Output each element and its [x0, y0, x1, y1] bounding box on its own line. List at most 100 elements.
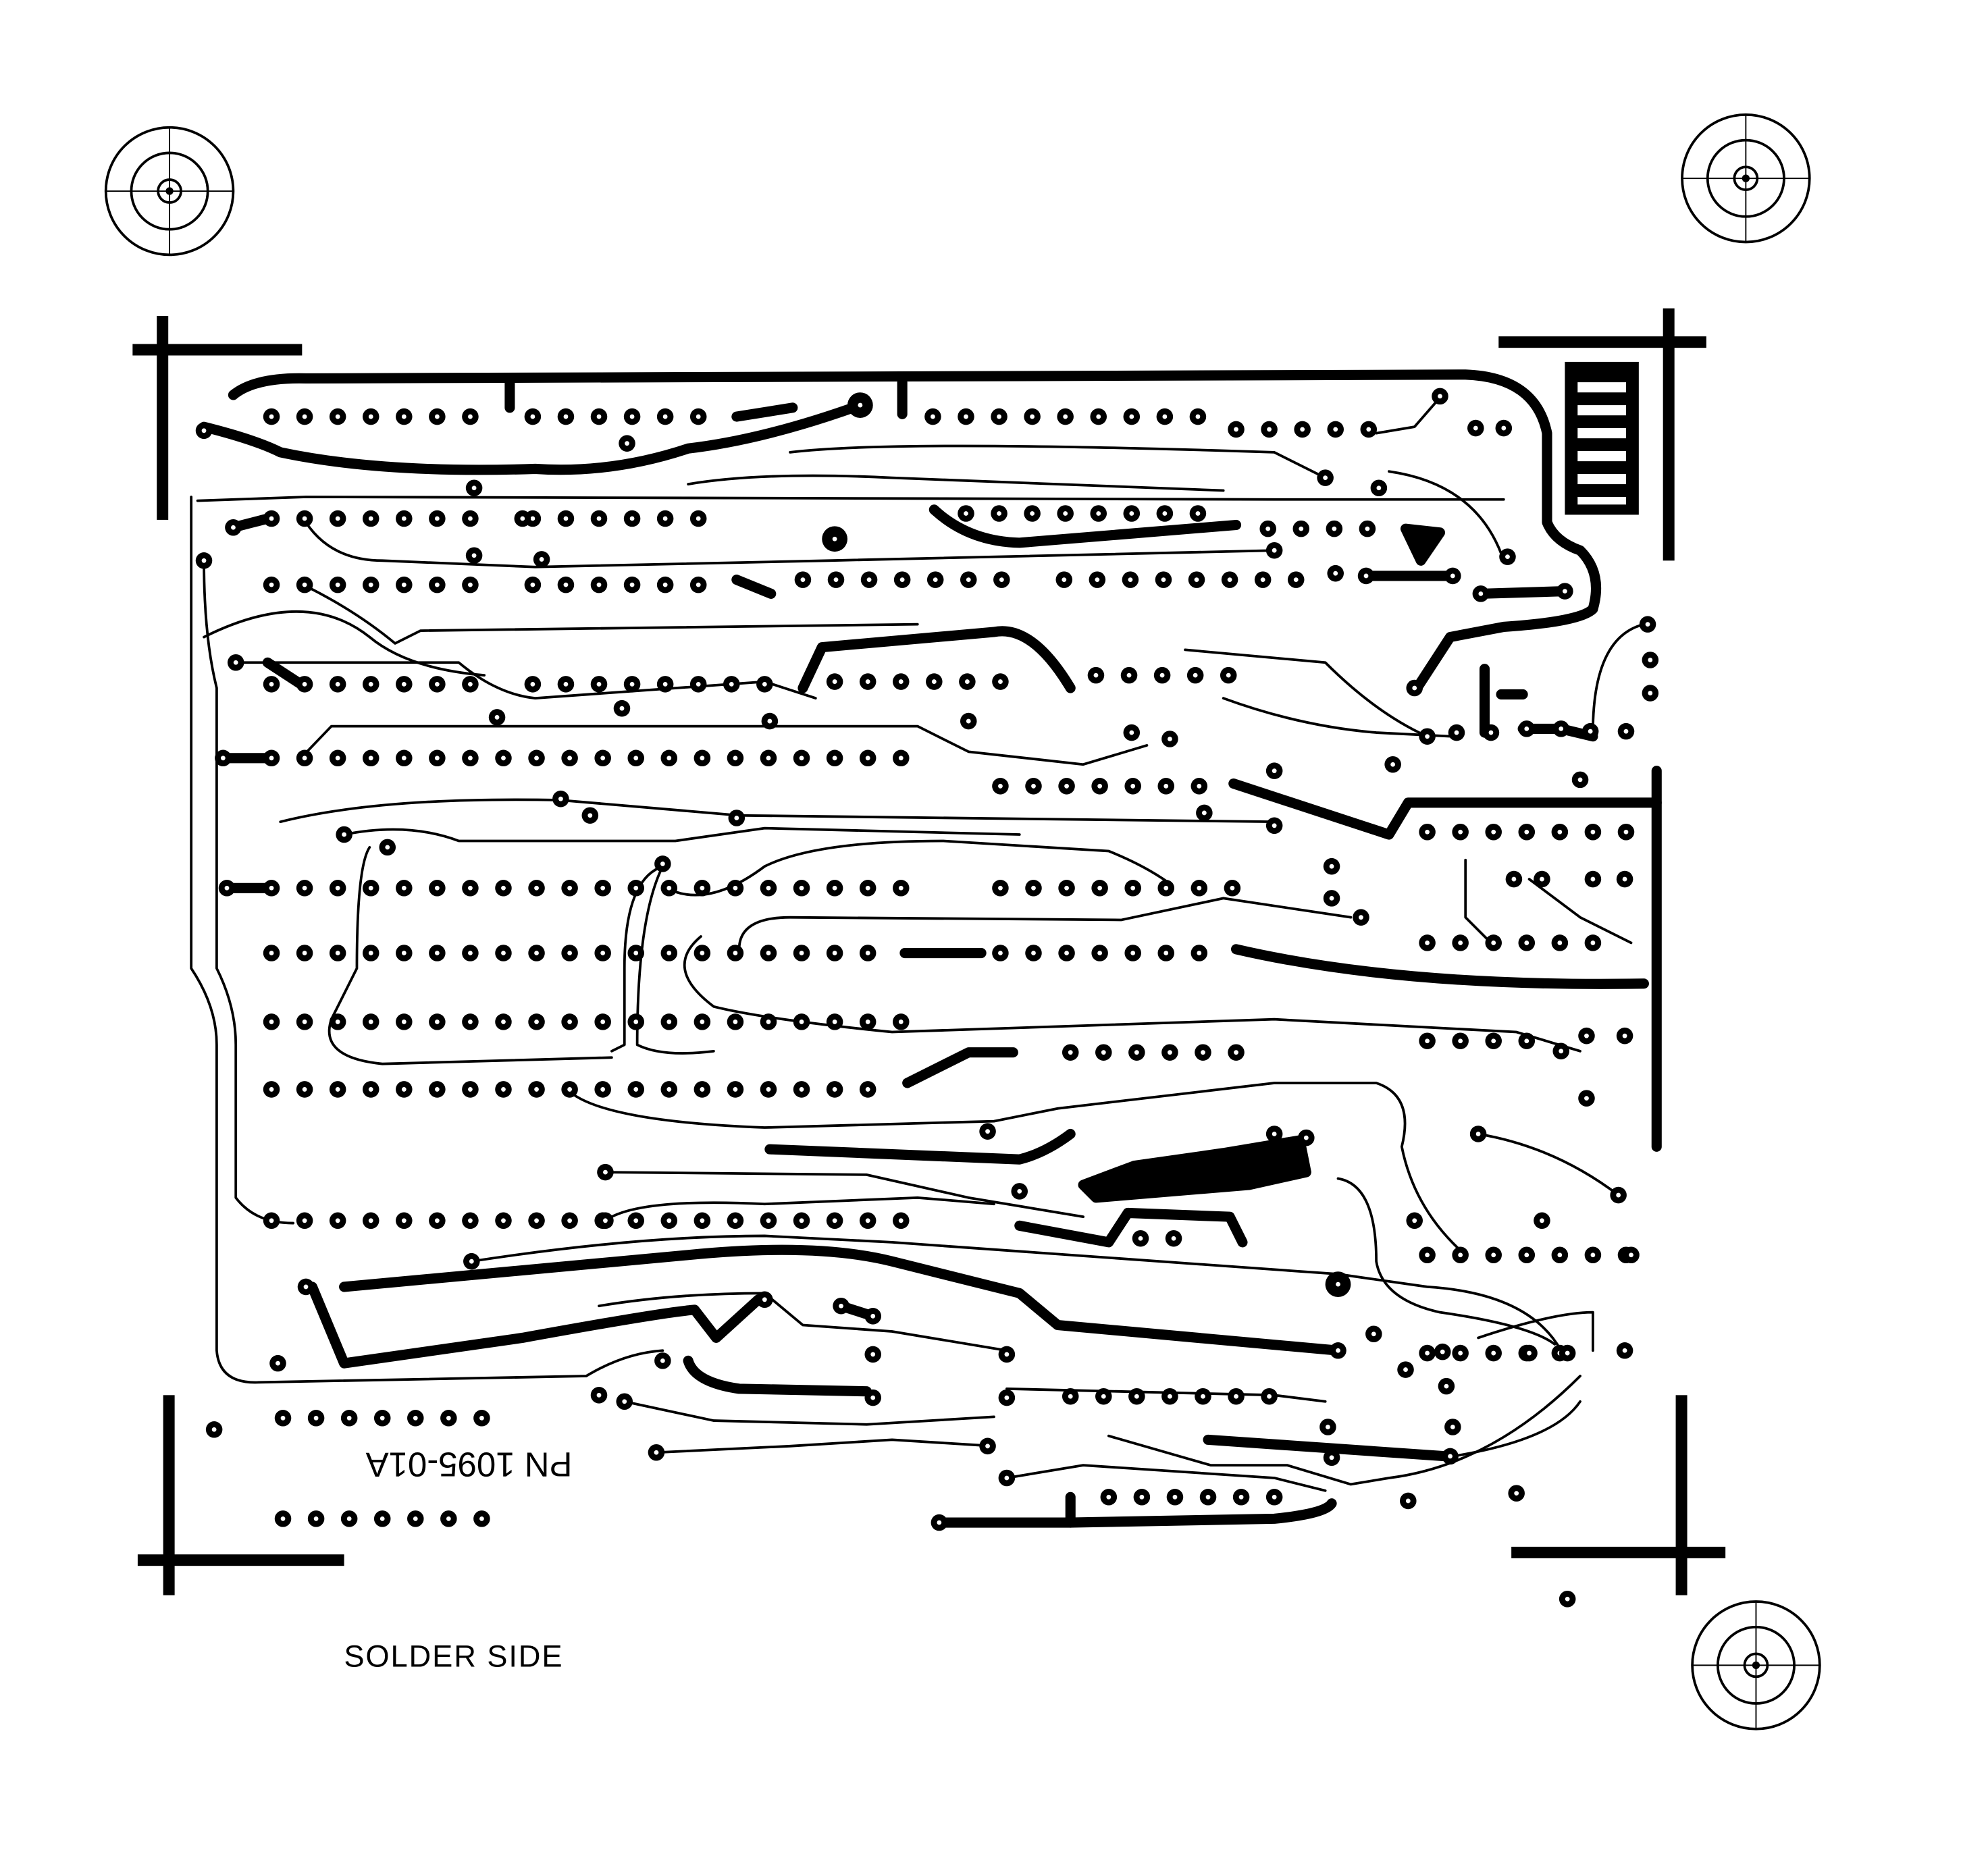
- pad-hole: [1590, 829, 1596, 835]
- pad-hole: [700, 951, 705, 955]
- pad-hole: [1138, 1236, 1143, 1241]
- pad-hole: [280, 1415, 286, 1421]
- pad-hole: [1376, 485, 1382, 491]
- pad-hole: [1064, 885, 1069, 891]
- pad-hole: [1163, 951, 1169, 955]
- pad-hole: [662, 516, 668, 521]
- pad-hole: [413, 1415, 418, 1421]
- pad-hole: [1300, 427, 1305, 432]
- pad-hole: [1031, 783, 1036, 789]
- pad-hole: [1163, 783, 1169, 789]
- pad-hole: [898, 756, 904, 761]
- pad-hole: [1128, 577, 1133, 583]
- pad-hole: [660, 862, 665, 866]
- pad-hole: [619, 706, 625, 711]
- pad-hole: [1272, 548, 1277, 553]
- pad-hole: [729, 681, 734, 687]
- pad-hole: [1134, 1050, 1139, 1055]
- pad-hole: [1412, 1218, 1417, 1223]
- pad-hole: [1450, 573, 1455, 579]
- pad-hole: [1450, 1425, 1455, 1429]
- pad-hole: [832, 1020, 837, 1024]
- pad-hole: [530, 414, 535, 419]
- pad-hole: [766, 1218, 771, 1223]
- pad-hole: [1096, 511, 1101, 516]
- pad-hole: [446, 1415, 451, 1421]
- pad-hole: [1230, 885, 1235, 891]
- pad-hole: [1326, 1425, 1330, 1429]
- pad-hole: [368, 681, 373, 687]
- pad-hole: [870, 1395, 876, 1400]
- pad-hole: [368, 1020, 373, 1024]
- pad-hole: [401, 885, 407, 891]
- pad-hole: [269, 951, 274, 955]
- pad-hole: [625, 441, 629, 446]
- pad-hole: [1168, 1394, 1172, 1399]
- pad-hole: [335, 951, 340, 955]
- pad-hole: [269, 1087, 274, 1092]
- pad-hole: [302, 1087, 307, 1092]
- pad-hole: [1491, 941, 1496, 945]
- pad-hole: [931, 679, 937, 684]
- pad-hole: [1004, 1395, 1010, 1400]
- pad-hole: [567, 951, 573, 955]
- pad-hole: [302, 1218, 307, 1223]
- pad-hole: [1458, 829, 1463, 835]
- pad-hole: [302, 516, 307, 521]
- pad-hole: [1329, 1455, 1334, 1460]
- pad-hole: [1201, 1050, 1205, 1055]
- pad-hole: [1540, 1218, 1544, 1223]
- pad-hole: [1031, 885, 1036, 891]
- pad-hole: [539, 557, 544, 562]
- pad-hole: [269, 1020, 274, 1024]
- pad-hole: [530, 582, 535, 587]
- pad-hole: [269, 681, 274, 687]
- pad-hole: [865, 885, 870, 891]
- pad-hole: [269, 1218, 274, 1223]
- registration-targets: [104, 113, 1821, 1730]
- pad-hole: [629, 516, 635, 521]
- pad-hole: [1238, 1494, 1244, 1500]
- pad-hole: [766, 756, 771, 761]
- pad-hole: [1336, 1348, 1340, 1353]
- pad-hole: [799, 1218, 804, 1223]
- pad-hole: [1299, 526, 1304, 531]
- pad-hole: [865, 1087, 870, 1092]
- pad-hole: [1272, 768, 1277, 774]
- pad-hole: [534, 951, 539, 955]
- pad-hole: [530, 681, 535, 687]
- pad-hole: [1193, 672, 1198, 678]
- pad-hole: [1458, 941, 1463, 945]
- pad-hole: [501, 756, 506, 761]
- pad-hole: [434, 951, 440, 955]
- pad-hole: [233, 660, 238, 665]
- pad-hole: [1501, 425, 1507, 431]
- pad-hole: [660, 1358, 665, 1363]
- pad-hole: [468, 1218, 473, 1223]
- pad-hole: [696, 582, 701, 587]
- pad-hole: [313, 1415, 319, 1421]
- pad-hole: [700, 756, 705, 761]
- pad-hole: [666, 885, 672, 891]
- pad-hole: [998, 885, 1003, 891]
- pad-hole: [832, 1218, 837, 1223]
- pad-hole: [1197, 783, 1202, 789]
- pad-hole: [335, 516, 340, 521]
- pad-hole: [839, 1303, 843, 1309]
- pad-hole: [1205, 1494, 1211, 1500]
- registration-target: [104, 126, 235, 257]
- pad-hole: [401, 681, 407, 687]
- pad-hole: [964, 414, 968, 419]
- pad-hole: [1336, 1281, 1340, 1287]
- pad-hole: [220, 756, 226, 761]
- pad-hole: [1425, 829, 1430, 835]
- pad-hole: [1333, 571, 1338, 576]
- pad-hole: [380, 1415, 385, 1421]
- pad-hole: [1488, 730, 1494, 735]
- pad-hole: [696, 681, 701, 687]
- pad-hole: [1458, 1252, 1463, 1258]
- copper-traces: [190, 369, 1662, 1528]
- pad-hole: [1197, 951, 1202, 955]
- pad-hole: [1363, 573, 1369, 579]
